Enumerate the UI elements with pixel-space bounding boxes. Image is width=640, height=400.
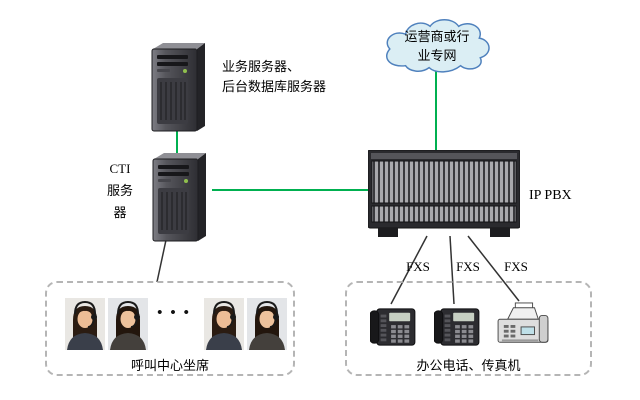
pbx-chassis-icon [368,150,520,237]
agent-photo [247,298,287,350]
office-phone-2 [434,307,480,347]
fxs-label-2: FXS [456,259,480,274]
phone-icon [434,308,480,346]
server-tower-icon [151,43,205,132]
agent-photo [108,298,148,350]
phone-icon [370,308,416,346]
ip-pbx-rack [368,150,520,238]
carrier-cloud: 运营商或行 业专网 [378,16,496,78]
call-agent-icon [108,298,148,350]
fxs-label-1: FXS [406,259,430,274]
agents-ellipsis: ••• [157,305,197,321]
link-pbx-to-phone1 [390,235,428,305]
link-pbx-to-phone2 [449,235,455,305]
fax-icon [497,302,549,343]
fxs-label-3: FXS [504,259,528,274]
server-tower-icon [152,153,206,242]
call-agent-icon [204,298,244,350]
office-phone-1 [370,307,416,347]
business-server-label: 业务服务器、 后台数据库服务器 [222,59,327,94]
agent-photo [65,298,105,350]
link-pbx-to-fax [467,235,520,302]
cloud-label: 运营商或行 业专网 [404,29,470,63]
call-center-group: ••• [45,281,295,376]
office-devices-group: 办公电话、传真机 [345,281,592,376]
agent-photo [204,298,244,350]
call-agent-icon [247,298,287,350]
call-center-label: 呼叫中心坐席 [130,358,209,373]
call-agent-icon [65,298,105,350]
cti-server-label: CTI 服务 器 [106,161,133,221]
link-cti-to-callcenter [156,239,167,283]
cloud-icon [385,18,490,73]
cti-server-tower [148,152,212,242]
business-server-tower [148,42,210,132]
ip-pbx-label: IP PBX [529,188,572,203]
fax-machine [496,302,550,348]
office-devices-label: 办公电话、传真机 [416,358,521,373]
